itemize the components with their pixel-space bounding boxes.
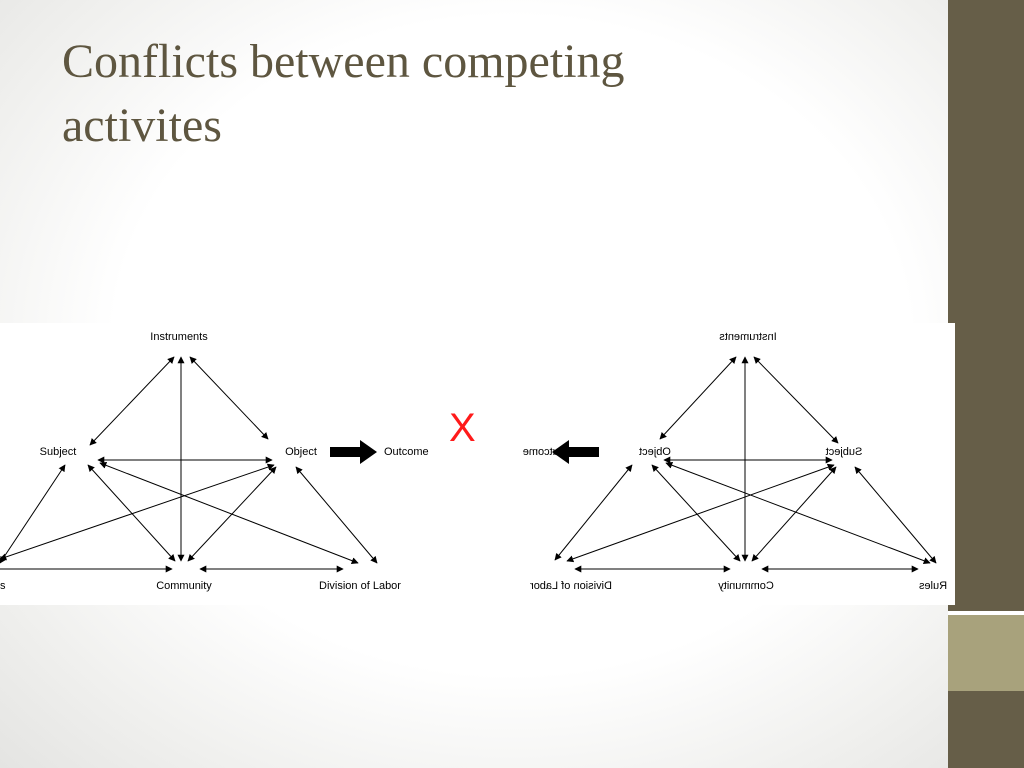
- activity-triangle-left: Instruments Subject Object Outcome s Com…: [0, 331, 429, 592]
- activity-system-right: Instruments Subject Object Outcome Rules…: [500, 323, 955, 605]
- node-object: Object: [285, 446, 317, 458]
- node-outcome: Outcome: [384, 446, 429, 458]
- node-community: Community: [718, 580, 774, 592]
- edge-object-rules: [0, 463, 275, 561]
- edge-instruments-object: [189, 356, 269, 440]
- node-rules: Rules: [918, 580, 947, 592]
- node-division-of-labor: Division of Labor: [530, 580, 612, 592]
- edges-right: [554, 356, 937, 573]
- slide-title-line-2: activites: [62, 99, 222, 152]
- edge-subject-division: [566, 463, 835, 563]
- node-subject: Subject: [826, 446, 863, 458]
- node-subject: Subject: [40, 446, 77, 458]
- sidebar-accent-block: [948, 615, 1024, 691]
- node-outcome: Outcome: [523, 446, 568, 458]
- edge-subject-community: [751, 466, 837, 562]
- conflict-marker: X: [449, 406, 476, 450]
- edge-object-division: [295, 466, 378, 564]
- slide-title: Conflicts between competing activites: [62, 30, 862, 158]
- sidebar-divider: [948, 611, 1024, 615]
- edge-instruments-subject: [89, 356, 175, 446]
- outcome-arrow-right: [552, 440, 599, 464]
- activity-triangle-right: Instruments Subject Object Outcome Rules…: [523, 331, 947, 592]
- edge-object-division: [554, 464, 633, 561]
- node-instruments: Instruments: [150, 331, 208, 343]
- edge-object-community: [651, 464, 741, 562]
- edge-subject-community: [87, 464, 176, 562]
- edge-object-community: [187, 466, 277, 562]
- node-division-of-labor: Division of Labor: [319, 580, 401, 592]
- edge-instruments-object: [659, 356, 737, 440]
- mirrored-labels: Instruments Subject Object Outcome Rules…: [523, 331, 947, 592]
- edge-subject-division: [99, 462, 359, 564]
- activity-system-left: Instruments Subject Object Outcome s Com…: [0, 323, 438, 605]
- edge-subject-rules: [854, 466, 937, 564]
- node-object: Object: [639, 446, 671, 458]
- node-rules-partial: s: [0, 580, 6, 592]
- slide-title-line-1: Conflicts between competing: [62, 35, 625, 88]
- outcome-arrow-left: [330, 440, 377, 464]
- edges-left: [0, 356, 378, 573]
- node-community: Community: [156, 580, 212, 592]
- node-instruments: Instruments: [719, 331, 777, 343]
- edge-instruments-subject: [753, 356, 839, 444]
